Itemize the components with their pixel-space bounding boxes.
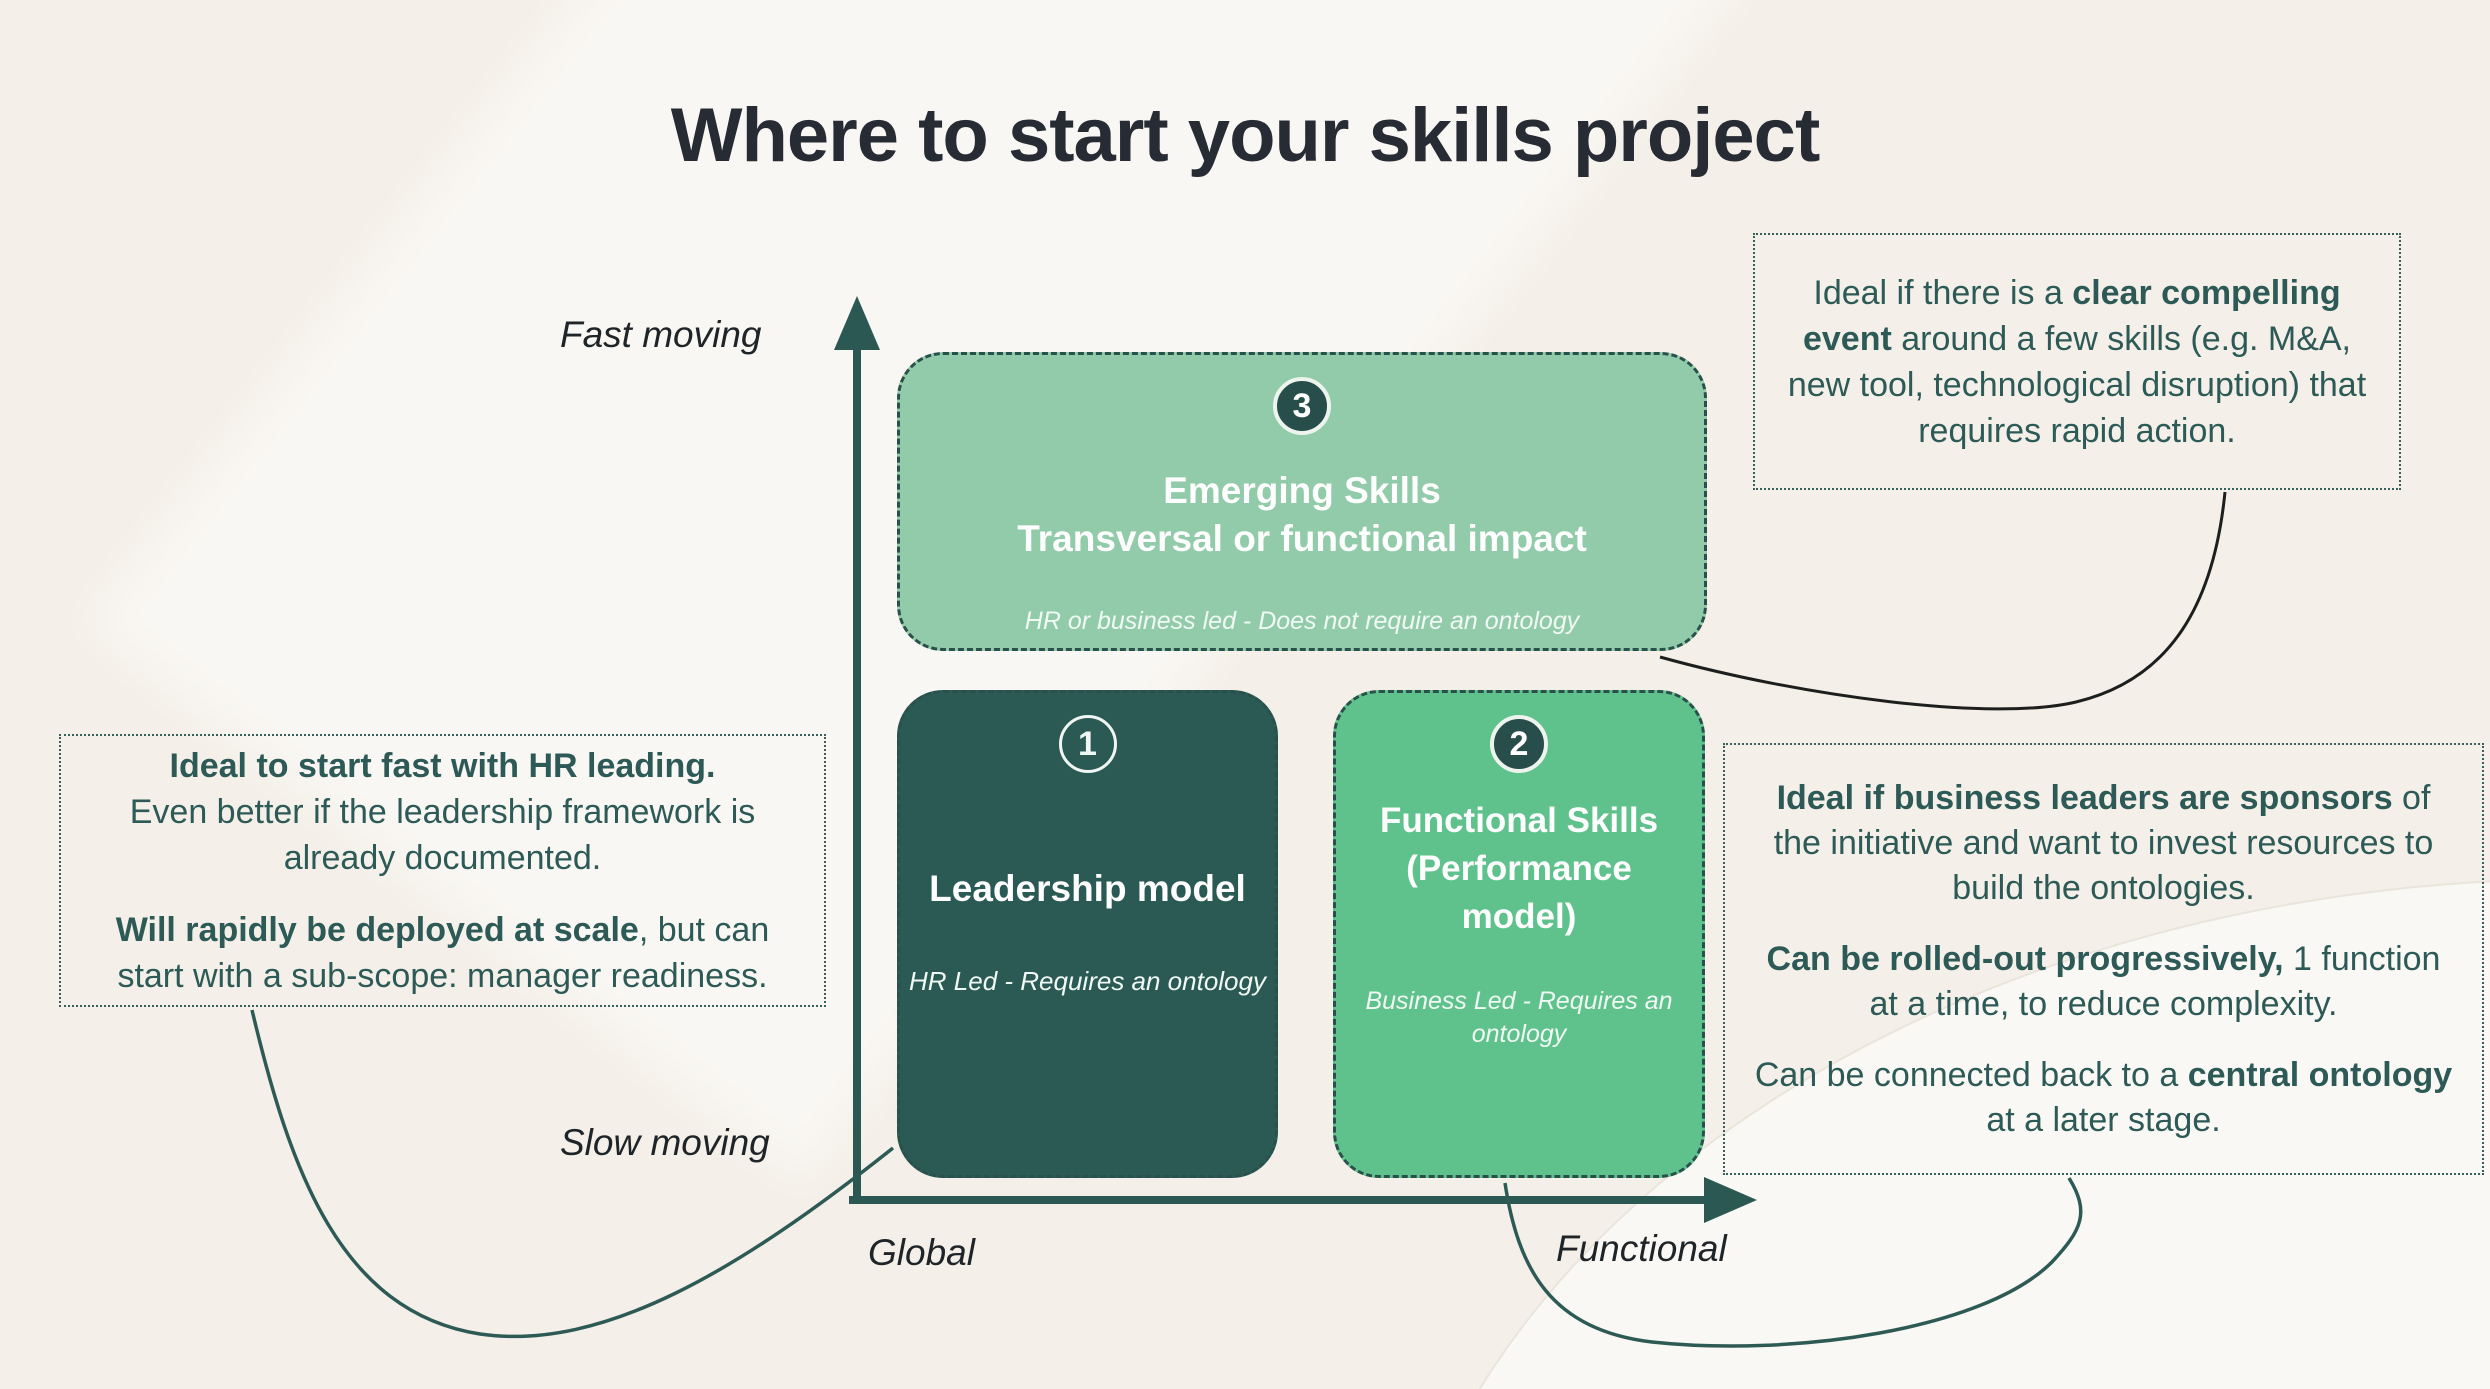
emerging-skills-title: Emerging Skills Transversal or functiona… <box>1017 467 1587 563</box>
annotation-emerging-skills: Ideal if there is a clear compelling eve… <box>1753 233 2401 490</box>
emerging-skills-title-line2: Transversal or functional impact <box>1017 518 1587 559</box>
annotation-text-segment: , but can start with a sub-scope: manage… <box>117 910 770 995</box>
annotation-text-segment: 1 function at a time, to reduce complexi… <box>1869 939 2441 1023</box>
x-axis-left-label: Global <box>868 1232 975 1273</box>
leadership-model-title: Leadership model <box>929 868 1246 909</box>
y-axis-top-label: Fast moving <box>560 314 762 355</box>
step-2-badge: 2 <box>1490 715 1548 773</box>
annotation-text-segment: Can be connected back to a <box>1754 1055 2188 1094</box>
x-axis-arrowhead-icon <box>1704 1177 1757 1223</box>
annotation-leadership-model: Ideal to start fast with HR leading. Even… <box>59 734 826 1007</box>
annotation-bold-segment: central ontology <box>2187 1055 2453 1094</box>
quadrant-box-leadership-model: 1 Leadership model HR Led - Requires an … <box>897 690 1278 1178</box>
connector-left-note-to-leadership <box>250 1009 895 1339</box>
functional-skills-title: Functional Skills (Performance model) <box>1379 801 1659 936</box>
annotation-bold-segment: Can be rolled-out progressively, <box>1766 939 2284 978</box>
annotation-text-segment: around a few skills (e.g. M&A, new tool,… <box>1787 319 2367 450</box>
annotation-functional-skills: Ideal if business leaders are sponsors o… <box>1723 743 2484 1175</box>
emerging-skills-title-line1: Emerging Skills <box>1163 470 1441 511</box>
annotation-leadership-paragraph-2: Will rapidly be deployed at scale, but c… <box>79 907 806 999</box>
x-axis-right-label: Functional <box>1556 1228 1727 1269</box>
annotation-functional-paragraph-1: Ideal if business leaders are sponsors o… <box>1751 776 2456 911</box>
annotation-text-segment: of the initiative and want to invest res… <box>1773 778 2434 907</box>
annotation-bold-segment: clear compelling event <box>1802 273 2341 358</box>
connector-emerging-to-top-note <box>1659 491 2227 711</box>
annotation-functional-paragraph-3: Can be connected back to a central ontol… <box>1751 1053 2456 1143</box>
annotation-emerging-paragraph: Ideal if there is a clear compelling eve… <box>1779 270 2375 454</box>
step-3-badge: 3 <box>1273 377 1331 435</box>
emerging-skills-subtitle: HR or business led - Does not require an… <box>1024 607 1580 635</box>
quadrant-box-functional-skills: 2 Functional Skills (Performance model) … <box>1333 690 1705 1178</box>
annotation-text-segment: at a later stage. <box>1986 1100 2221 1139</box>
step-1-badge: 1 <box>1058 715 1117 773</box>
y-axis-arrowhead-icon <box>834 296 880 350</box>
functional-skills-subtitle: Business Led - Requires an ontology <box>1365 987 1673 1048</box>
annotation-leadership-paragraph-1: Ideal to start fast with HR leading. Even… <box>79 743 806 881</box>
annotation-bold-segment: Will rapidly be deployed at scale <box>115 910 639 949</box>
quadrant-box-emerging-skills: 3 Emerging Skills Transversal or functio… <box>897 352 1707 651</box>
annotation-bold-segment: Ideal if business leaders are sponsors <box>1776 778 2393 817</box>
annotation-bold-segment: Ideal to start fast with HR leading. <box>169 746 716 785</box>
annotation-functional-paragraph-2: Can be rolled-out progressively, 1 funct… <box>1751 937 2456 1027</box>
y-axis-bottom-label: Slow moving <box>560 1122 770 1163</box>
connector-functional-to-right-note <box>1503 1177 2083 1348</box>
annotation-text-segment: Even better if the leadership framework … <box>129 792 756 877</box>
annotation-text-segment: Ideal if there is a <box>1813 273 2073 312</box>
leadership-model-subtitle: HR Led - Requires an ontology <box>909 966 1266 996</box>
page-title: Where to start your skills project <box>670 93 1821 178</box>
